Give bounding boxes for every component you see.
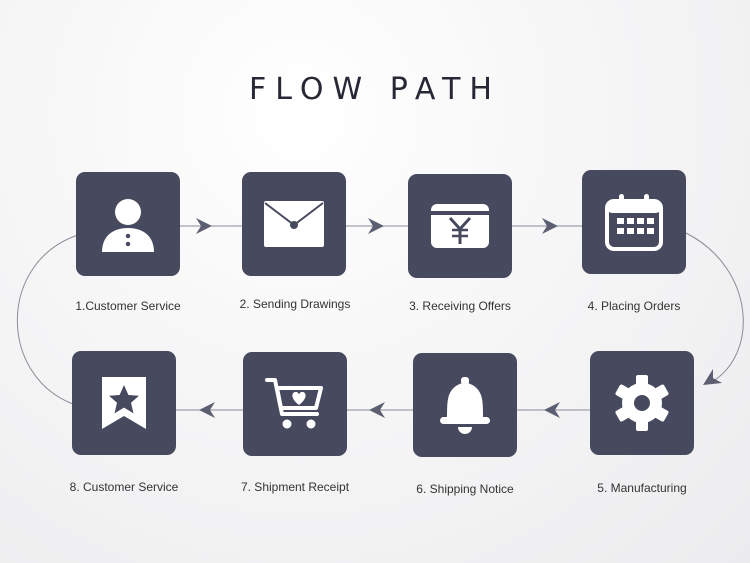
step-6-tile xyxy=(413,353,517,457)
step-1-tile xyxy=(76,172,180,276)
shopping-cart-icon xyxy=(265,378,323,429)
step-label-4: 4. Placing Orders xyxy=(587,299,681,313)
step-8-tile xyxy=(72,351,176,455)
step-label-5: 5. Manufacturing xyxy=(597,481,687,495)
arrowhead-1-2 xyxy=(196,218,212,234)
step-label-2: 2. Sending Drawings xyxy=(239,297,351,311)
step-label-3: 3. Receiving Offers xyxy=(409,299,511,313)
diagram-title: FLOW PATH xyxy=(249,72,501,107)
gear-icon xyxy=(615,375,669,431)
person-icon xyxy=(102,199,154,252)
star-badge-icon xyxy=(102,377,146,429)
bell-icon xyxy=(440,377,490,434)
connector-8-1-curve xyxy=(16,234,79,405)
step-3-tile xyxy=(408,174,512,278)
arrowhead-6-7 xyxy=(369,402,385,418)
calendar-icon xyxy=(605,194,663,251)
step-7-tile xyxy=(243,352,347,456)
step-label-8: 8. Customer Service xyxy=(69,480,179,494)
step-label-7: 7. Shipment Receipt xyxy=(240,480,350,494)
arrowhead-7-8 xyxy=(199,402,215,418)
step-label-6: 6. Shipping Notice xyxy=(416,482,514,496)
connector-4-5-curve xyxy=(685,232,744,384)
step-4-tile xyxy=(582,170,686,274)
arrowhead-5-6 xyxy=(544,402,560,418)
step-5-tile xyxy=(590,351,694,455)
arrowhead-2-3 xyxy=(368,218,384,234)
yen-card-icon xyxy=(431,204,489,248)
arrowhead-4-5 xyxy=(703,369,722,385)
arrowhead-3-4 xyxy=(542,218,558,234)
envelope-icon xyxy=(264,201,324,247)
step-label-1: 1.Customer Service xyxy=(75,299,181,313)
step-2-tile xyxy=(242,172,346,276)
